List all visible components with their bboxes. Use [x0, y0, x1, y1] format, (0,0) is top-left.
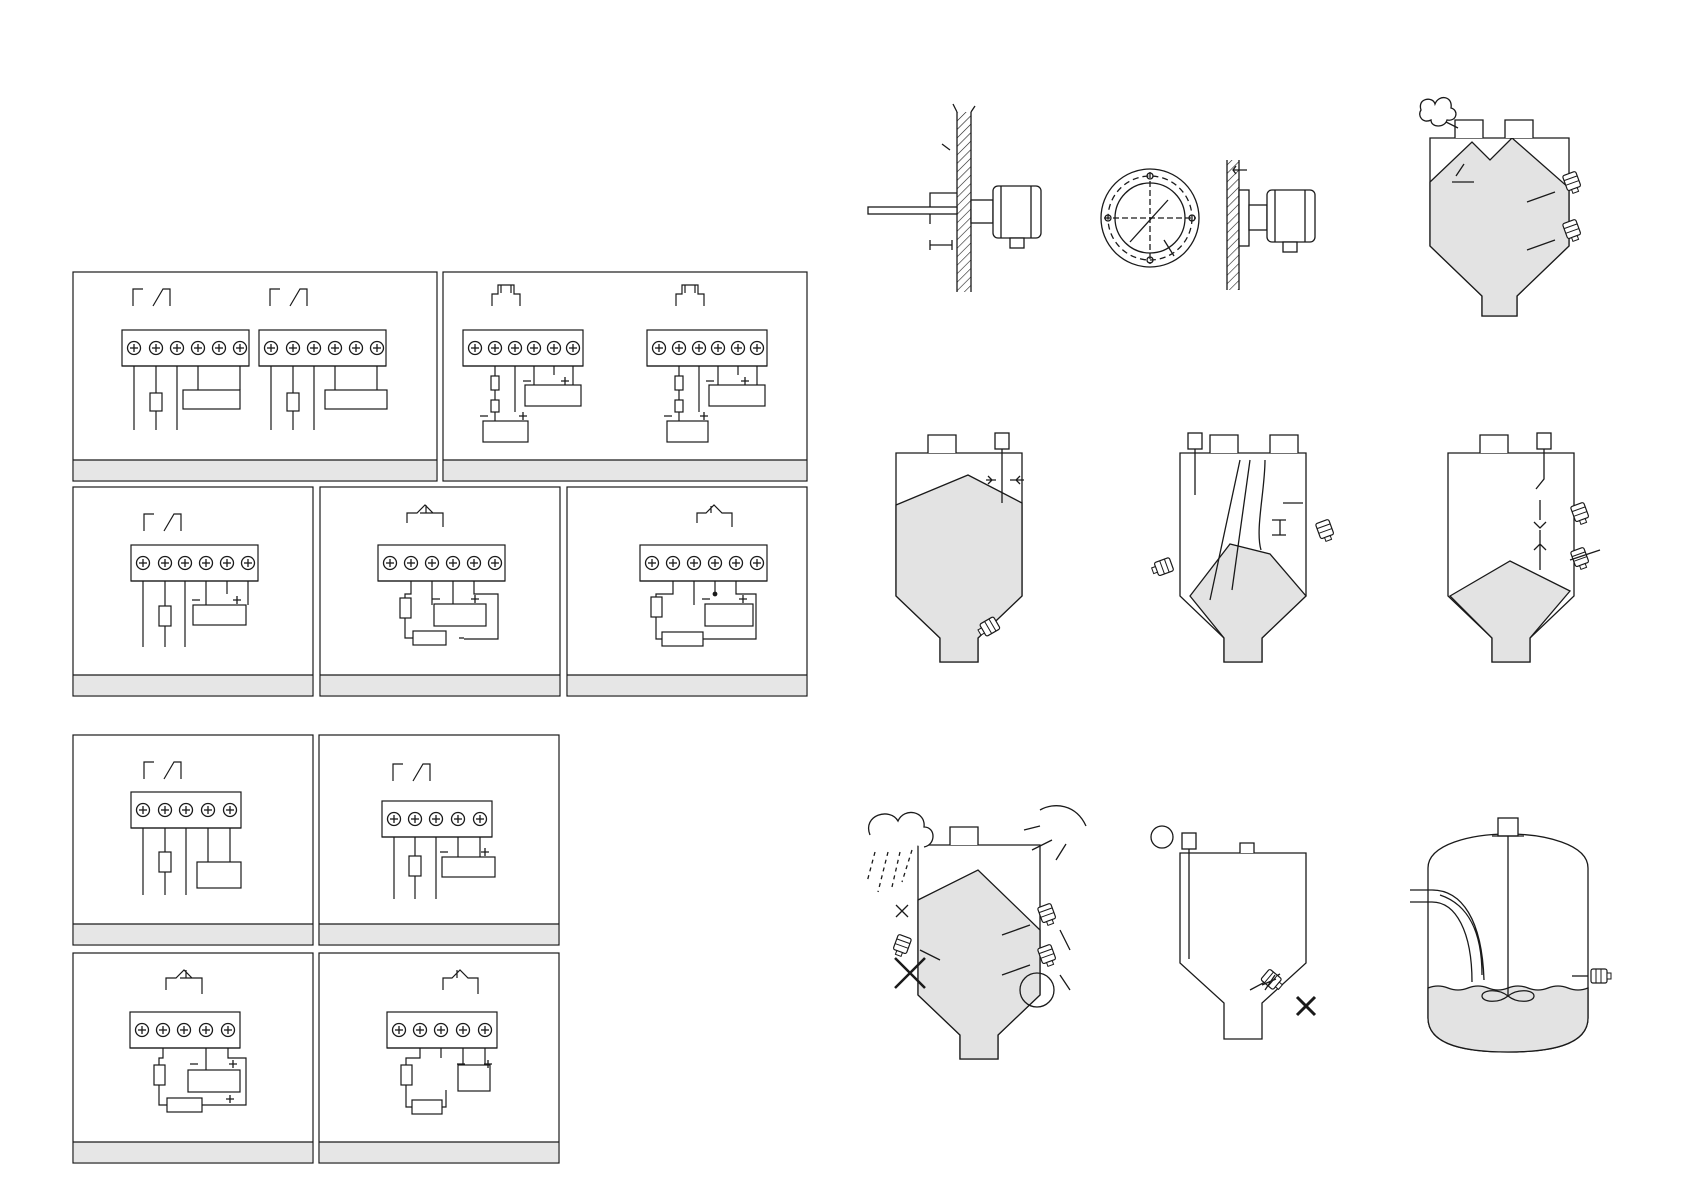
silo-icon: [867, 806, 1086, 1059]
wiring-panel-4: [320, 487, 560, 696]
silo-icon: [896, 433, 1024, 662]
wall-mount-icon: [868, 104, 1041, 292]
wiring-panel-3: [73, 487, 313, 696]
incorrect-mark-icon: [1297, 997, 1315, 1015]
wiring-panel-2: [443, 272, 807, 481]
wiring-panel-8: [73, 953, 313, 1163]
wiring-panel-1: [73, 272, 437, 481]
silo-icon: [1448, 433, 1600, 662]
installation-figures: [867, 98, 1611, 1059]
wiring-diagrams: [73, 272, 807, 1163]
silo-icon: [1151, 826, 1315, 1039]
wiring-panel-5: [567, 487, 807, 696]
flange-icon: [1101, 160, 1315, 290]
silo-icon: [1420, 98, 1583, 316]
correct-mark-icon: [1151, 826, 1173, 848]
tank-icon: [1410, 818, 1611, 1052]
silo-icon: [1150, 433, 1335, 662]
wiring-panel-9: [319, 953, 559, 1163]
wiring-panel-7: [319, 735, 559, 945]
wiring-panel-6: [73, 735, 313, 945]
